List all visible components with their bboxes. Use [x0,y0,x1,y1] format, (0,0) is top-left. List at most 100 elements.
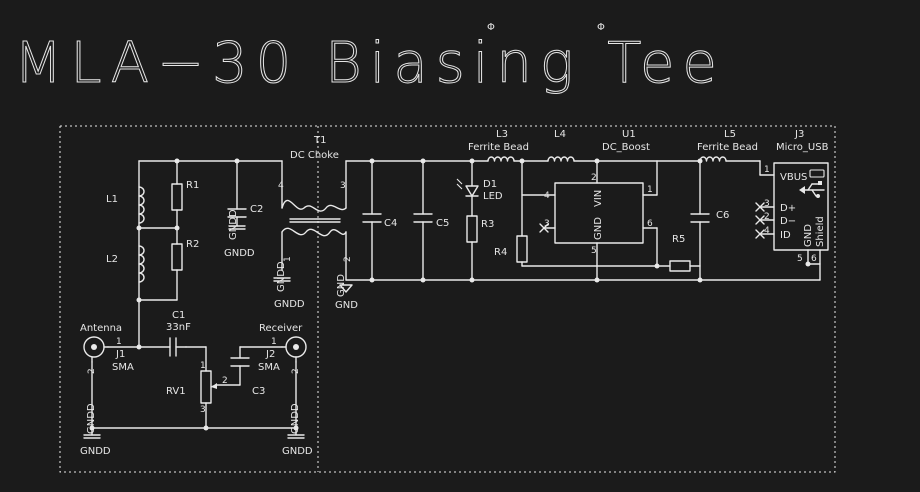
j3-gnd-pin: GND [803,224,814,247]
l5-value: Ferrite Bead [697,142,758,153]
r5-ref: R5 [672,234,685,245]
transformer-t1: T1 DC Choke 4 3 1 2 [278,135,353,281]
u1-gnd-pin: GND [593,217,604,240]
j3-pin1: 1 [764,165,770,175]
c2-ref: C2 [250,204,263,215]
r1-ref: R1 [186,180,199,191]
j1-pin1: 1 [116,337,122,347]
ferrite-bead-l3: L3 Ferrite Bead [468,129,529,162]
j3-pin5: 5 [797,254,803,264]
resistor-r2: R2 [171,239,199,271]
isolation-boundary [59,125,836,473]
connector-j2: Receiver J2 SMA 1 2 [258,323,307,374]
connector-j1: Antenna J1 SMA 1 2 [80,323,134,374]
schematic-title: MLA−30 Biasing Tee [14,31,725,96]
left-junctions [89,158,299,431]
r4-ref: R4 [494,247,507,258]
capacitor-c1: C1 33nF [166,310,191,357]
c6-ref: C6 [716,210,729,221]
ic-u1: VIN GND U1 DC_Boost 4 3 2 5 1 6 [544,129,653,256]
t1-pin3: 3 [340,181,346,191]
r2-ref: R2 [186,239,199,250]
gndd-label: GNDD [224,248,255,259]
j3-vbus-pin: VBUS [780,172,807,183]
gndd-symbol: GNDD GNDD [80,403,111,457]
r3-ref: R3 [481,219,494,230]
j3-pin3: 3 [764,199,770,209]
no-connect-marker [755,202,775,239]
t1-ref: T1 [313,135,326,146]
inductor-l2: L2 [106,245,145,283]
rv1-pin1: 1 [200,361,206,371]
gndd-vertical-label: GNDD [228,209,239,240]
l5-ref: L5 [724,129,736,140]
resistor-r5: R5 [669,234,691,272]
resistor-r1: R1 [171,180,199,211]
c4-ref: C4 [384,218,397,229]
j3-pin2: 2 [764,212,770,222]
gndd-symbol: GNDD GNDD [224,209,255,259]
left-wiring [91,160,297,429]
j3-dminus-pin: D− [780,216,796,227]
l1-ref: L1 [106,194,118,205]
gndd-vertical-label: GNDD [86,403,97,434]
d1-ref: D1 [483,179,497,190]
capacitor-c4: C4 [362,213,397,229]
j2-pin1: 1 [271,337,277,347]
u1-pin3: 3 [544,219,550,229]
capacitor-c6: C6 [690,210,729,223]
rv1-pin2: 2 [222,376,228,386]
c1-value: 33nF [166,322,191,333]
j3-shield-pin: Shield [815,216,826,247]
c5-ref: C5 [436,218,449,229]
connector-j3: J3 Micro_USB VBUS D+ D− ID GND Shield 1 … [764,129,829,264]
potentiometer-rv1: RV1 1 2 3 [166,361,228,415]
j2-pin2: 2 [291,368,301,374]
gndd-vertical-label: GNDD [290,403,301,434]
j1-role: Antenna [80,323,122,334]
t1-pin2: 2 [343,256,353,262]
right-junctions [369,158,811,283]
usb-plug-icon [799,169,825,198]
capacitor-c3: C3 [230,357,265,397]
gndd-label: GNDD [282,446,313,457]
j3-id-pin: ID [780,230,791,241]
l3-ref: L3 [496,129,508,140]
resistor-r4: R4 [494,235,528,263]
gnd-label: GND [335,300,358,311]
right-wiring [345,160,821,281]
u1-ref: U1 [622,129,636,140]
gnd-symbol: GND GND [335,274,358,311]
capacitor-c5: C5 [413,213,449,229]
u1-pin5: 5 [591,246,597,256]
gndd-label: GNDD [274,299,305,310]
l4-ref: L4 [554,129,566,140]
gnd-vertical-label: GND [336,274,347,297]
j3-dplus-pin: D+ [780,203,796,214]
title-mark: Φ [487,22,495,33]
led-d1: D1 LED [456,178,503,202]
t1-value: DC Choke [290,150,339,161]
resistor-r3: R3 [466,215,494,243]
j1-ref: J1 [115,349,125,360]
j3-value: Micro_USB [776,142,829,153]
j2-ref: J2 [265,349,275,360]
u1-pin4: 4 [544,191,550,201]
u1-value: DC_Boost [602,142,650,153]
t1-pin4: 4 [278,181,284,191]
rv1-ref: RV1 [166,386,186,397]
j2-role: Receiver [259,323,303,334]
gndd-vertical-label: GNDD [276,261,287,292]
inductor-l4: L4 [547,129,575,162]
gndd-symbol: GNDD GNDD [273,261,305,310]
j2-value: SMA [258,362,280,373]
gndd-symbol: GNDD GNDD [282,403,313,457]
u1-vin-pin: VIN [593,190,604,207]
capacitor-c2: C2 [227,204,263,218]
title-mark: Φ [597,22,605,33]
l3-value: Ferrite Bead [468,142,529,153]
c1-ref: C1 [172,310,185,321]
u1-pin6: 6 [647,219,653,229]
j1-value: SMA [112,362,134,373]
